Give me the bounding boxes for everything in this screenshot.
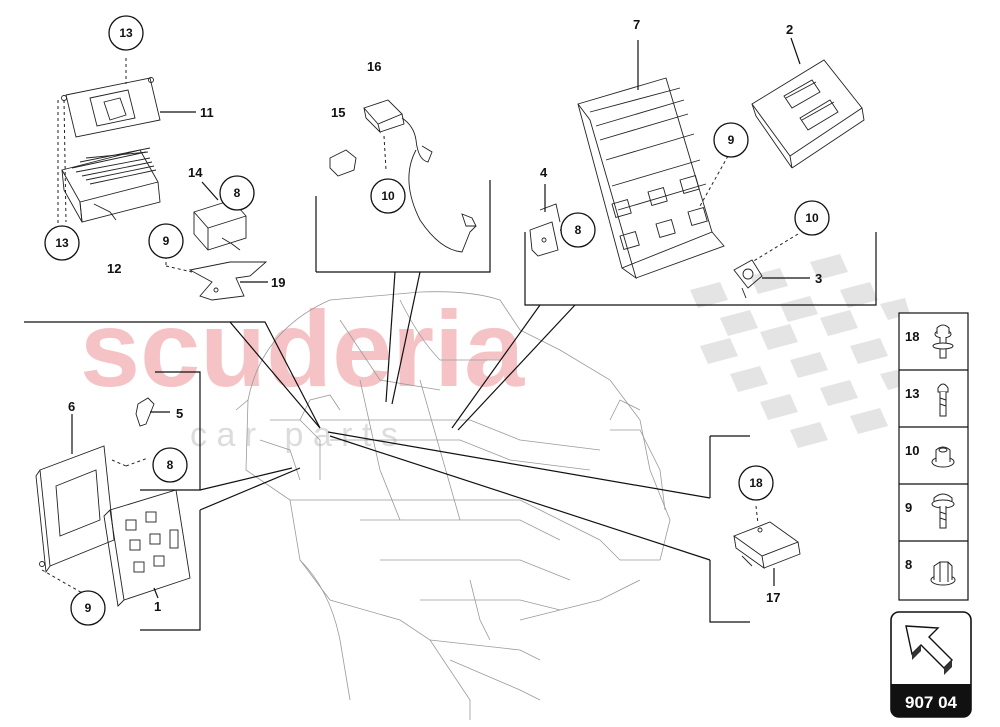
callout-8-top-label: 8 <box>234 186 241 200</box>
legend-row-13: 13 <box>905 383 949 417</box>
callout-8-right-label: 8 <box>575 223 582 237</box>
legend-number-8: 8 <box>905 557 912 572</box>
mounting-bracket-part <box>188 261 268 301</box>
legend-row-8: 8 <box>905 557 956 586</box>
part-label-15: 15 <box>331 105 345 120</box>
diagram-code: 907 04 <box>905 693 958 712</box>
callout-18-lower: 18 <box>738 465 774 501</box>
antenna-module-part <box>363 99 405 134</box>
bolt-washer-icon <box>932 324 954 359</box>
legend-number-18: 18 <box>905 329 919 344</box>
callout-13-top-label: 13 <box>119 26 133 40</box>
callout-9-lower: 9 <box>70 590 106 626</box>
lower-left-group <box>35 397 191 607</box>
part-label-14: 14 <box>188 165 203 180</box>
fuse-box-group <box>529 37 865 299</box>
part-label-19: 19 <box>271 275 285 290</box>
callout-13-bottom-label: 13 <box>55 236 69 250</box>
callout-8-lower-label: 8 <box>167 458 174 472</box>
legend-row-10: 10 <box>905 443 955 468</box>
antenna-cable-part <box>401 117 477 253</box>
part-label-17: 17 <box>766 590 780 605</box>
legend-row-18: 18 <box>905 324 954 359</box>
callout-9-right: 9 <box>713 122 749 158</box>
part-label-16: 16 <box>367 59 381 74</box>
amplifier-group <box>57 58 268 301</box>
callout-8-lower: 8 <box>152 447 188 483</box>
chassis-drawing <box>235 291 671 720</box>
part-label-6: 6 <box>68 399 75 414</box>
fuse-box-part <box>577 77 725 280</box>
control-unit-part-1 <box>103 489 191 607</box>
checker-flag-pattern <box>690 254 910 448</box>
callout-10-right-label: 10 <box>805 211 819 225</box>
callout-13-top: 13 <box>108 15 144 51</box>
fuse-relay-part <box>751 59 865 169</box>
legend-number-13: 13 <box>905 386 919 401</box>
navigation-badge[interactable]: 907 04 <box>890 611 972 718</box>
part-label-1: 1 <box>154 599 161 614</box>
module-group-17 <box>733 505 801 586</box>
connector-part-5 <box>135 397 155 427</box>
callout-10-right: 10 <box>794 200 830 236</box>
callout-18-lower-label: 18 <box>749 476 763 490</box>
callout-10-mid-label: 10 <box>381 189 395 203</box>
callout-9-left-label: 9 <box>163 234 170 248</box>
antenna-group <box>329 99 477 253</box>
amplifier-part <box>61 147 161 223</box>
callout-9-right-label: 9 <box>728 133 735 147</box>
fastener-legend: 18 13 10 9 <box>898 312 969 601</box>
legend-number-9: 9 <box>905 500 912 515</box>
part-label-12: 12 <box>107 261 121 276</box>
watermark-brand: scuderia <box>80 288 525 409</box>
nut-icon <box>931 446 955 468</box>
watermark: scuderia c a r p a r t s <box>80 254 910 454</box>
part-label-2: 2 <box>786 22 793 37</box>
part-label-11: 11 <box>200 105 214 120</box>
watermark-subtitle: c a r p a r t s <box>190 416 398 454</box>
callout-9-lower-label: 9 <box>85 601 92 615</box>
part-label-7: 7 <box>633 17 640 32</box>
callout-9-left: 9 <box>148 223 184 259</box>
part-label-3: 3 <box>815 271 822 286</box>
antenna-clip-part <box>329 149 357 177</box>
sensor-part-3 <box>733 259 763 299</box>
hex-nut-icon <box>930 561 956 586</box>
legend-row-9: 9 <box>905 493 955 529</box>
screw-washer-icon <box>931 493 955 529</box>
callout-8-right: 8 <box>560 212 596 248</box>
part-label-4: 4 <box>540 165 548 180</box>
part-label-5: 5 <box>176 406 183 421</box>
leader-lines <box>24 180 877 631</box>
arrow-icon <box>905 625 953 675</box>
callout-10-mid: 10 <box>370 178 406 214</box>
callout-13-bottom: 13 <box>44 225 80 261</box>
module-part-17 <box>733 521 801 569</box>
legend-number-10: 10 <box>905 443 919 458</box>
amplifier-cover-part <box>61 77 161 138</box>
callout-8-top: 8 <box>219 175 255 211</box>
bracket-part-6 <box>35 445 115 574</box>
bolt-icon <box>937 383 949 417</box>
